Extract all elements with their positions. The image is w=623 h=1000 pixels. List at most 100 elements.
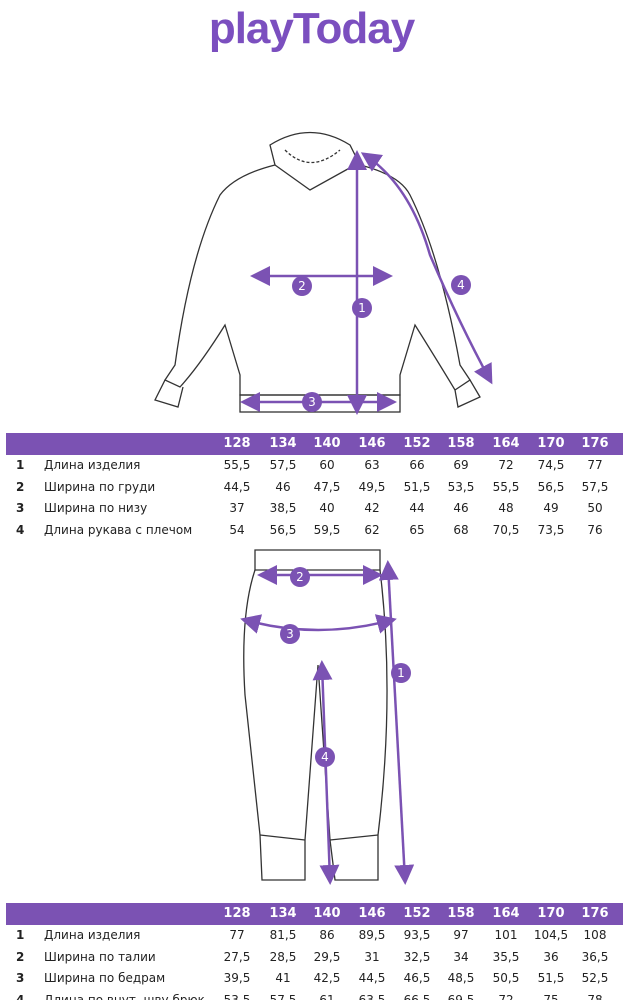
table-cell: 53,5	[447, 479, 475, 494]
row-number: 1	[16, 928, 25, 942]
table-cell: 35,5	[492, 949, 520, 964]
table-cell: 56,5	[537, 479, 565, 494]
table-cell: 97	[453, 928, 469, 942]
row-label: Длина рукава с плечом	[44, 522, 193, 537]
table-cell: 72	[498, 458, 514, 472]
size-header: 146	[358, 906, 386, 921]
table-cell: 40	[319, 501, 335, 515]
table-cell: 57,5	[269, 992, 297, 1000]
size-header: 140	[313, 906, 341, 921]
size-header: 146	[358, 436, 386, 451]
size-header: 152	[403, 436, 431, 451]
table-cell: 56,5	[269, 522, 297, 537]
table-cell: 101	[494, 928, 518, 942]
table-cell: 77	[229, 928, 245, 942]
hoodie-diagram: 1 2 3 4	[154, 131, 493, 415]
table-cell: 36,5	[581, 949, 609, 964]
table-cell: 55,5	[223, 458, 251, 472]
table-cell: 50	[587, 501, 603, 515]
table-cell: 72	[498, 992, 514, 1000]
marker-2: 2	[296, 570, 304, 584]
table-cell: 69,5	[447, 992, 475, 1000]
table-cell: 46,5	[403, 971, 431, 985]
table-cell: 52,5	[581, 971, 609, 985]
row-number: 2	[16, 479, 25, 494]
row-label: Ширина по груди	[44, 479, 156, 494]
table-cell: 75	[543, 992, 559, 1000]
table-cell: 51,5	[403, 479, 431, 494]
marker-1: 1	[358, 301, 366, 315]
table-cell: 55,5	[492, 479, 520, 494]
table-cell: 41	[275, 971, 291, 985]
row-number: 3	[16, 971, 25, 985]
table-cell: 46	[275, 479, 291, 494]
table-cell: 108	[583, 928, 607, 942]
marker-3: 3	[308, 395, 316, 409]
table-cell: 44,5	[358, 971, 386, 985]
table-cell: 38,5	[269, 501, 297, 515]
brand-logo: playToday	[208, 4, 415, 53]
size-header: 152	[403, 906, 431, 921]
table-cell: 60	[319, 458, 335, 472]
table-cell: 49,5	[358, 479, 386, 494]
table-cell: 57,5	[269, 458, 297, 472]
table-cell: 62	[364, 522, 380, 537]
table-cell: 66,5	[403, 992, 431, 1000]
table-cell: 70,5	[492, 522, 520, 537]
row-label: Длина по внут. шву брюк	[44, 992, 205, 1000]
table-cell: 57,5	[581, 479, 609, 494]
table-cell: 34	[453, 949, 469, 964]
table-cell: 42,5	[313, 971, 341, 985]
table-cell: 63	[364, 458, 380, 472]
size-header: 176	[581, 906, 609, 921]
size-header: 134	[269, 436, 297, 451]
table-cell: 65	[409, 522, 425, 537]
table-cell: 53,5	[223, 992, 251, 1000]
table-cell: 76	[587, 522, 603, 537]
size-header: 158	[447, 436, 475, 451]
table-cell: 104,5	[533, 928, 569, 942]
table-cell: 54	[229, 522, 245, 537]
table-cell: 42	[364, 501, 380, 515]
table-cell: 61	[319, 992, 335, 1000]
size-header: 134	[269, 906, 297, 921]
table-cell: 36	[543, 949, 559, 964]
table-cell: 59,5	[313, 522, 341, 537]
table-cell: 48,5	[447, 971, 475, 985]
row-label: Ширина по талии	[44, 949, 156, 964]
row-number: 3	[16, 501, 25, 515]
row-number: 2	[16, 949, 25, 964]
row-number: 4	[16, 522, 25, 537]
table-cell: 89,5	[358, 928, 386, 942]
row-label: Ширина по низу	[44, 501, 148, 515]
table-cell: 49	[543, 501, 559, 515]
pants-diagram: 1 2 3 4	[240, 549, 415, 885]
table-cell: 27,5	[223, 949, 251, 964]
table-cell: 63,5	[358, 992, 386, 1000]
row-label: Длина изделия	[44, 458, 141, 472]
row-number: 1	[16, 458, 25, 472]
table-cell: 93,5	[403, 928, 431, 942]
table-cell: 29,5	[313, 949, 341, 964]
table-cell: 50,5	[492, 971, 520, 985]
row-label: Длина изделия	[44, 928, 141, 942]
size-header: 164	[492, 906, 520, 921]
table-cell: 77	[587, 458, 603, 472]
table-cell: 69	[453, 458, 469, 472]
size-header: 128	[223, 906, 251, 921]
table-cell: 74,5	[537, 458, 565, 472]
table-cell: 31	[364, 949, 380, 964]
table-cell: 37	[229, 501, 245, 515]
table-cell: 86	[319, 928, 335, 942]
size-header: 158	[447, 906, 475, 921]
